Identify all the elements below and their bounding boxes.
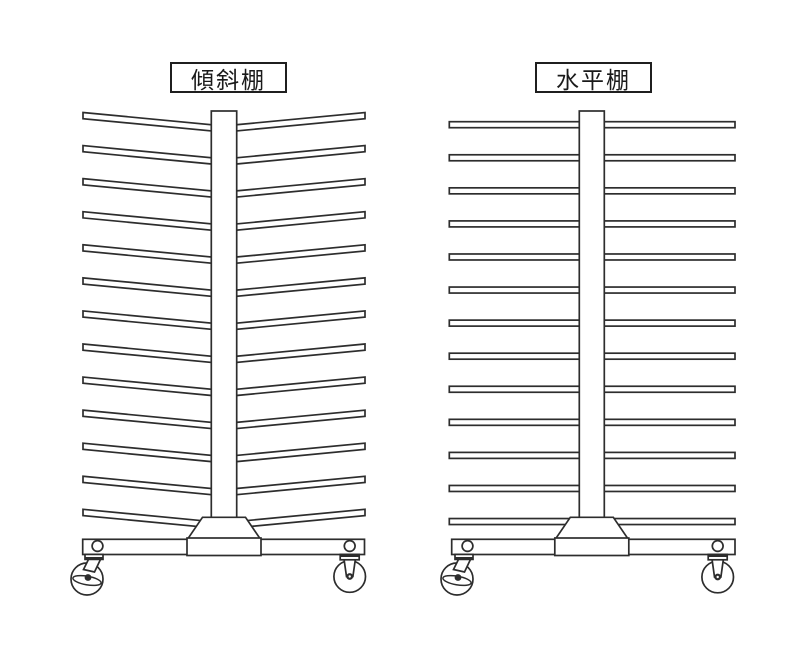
caster-hub bbox=[346, 573, 354, 580]
caster-mount-band bbox=[455, 557, 473, 560]
shelf-arm-right bbox=[232, 210, 366, 232]
shelf-arm-right bbox=[232, 276, 366, 298]
shelf-arm-right bbox=[232, 111, 366, 133]
inclined-rack-drawing bbox=[70, 110, 367, 596]
inclined-rack-label: 傾斜棚 bbox=[170, 62, 287, 93]
caster-swivel-plate bbox=[461, 539, 474, 553]
caster-swivel-plate bbox=[711, 539, 724, 553]
center-post bbox=[210, 110, 238, 519]
shelf-arm-right bbox=[232, 144, 366, 166]
shelf-arm-left bbox=[82, 508, 216, 529]
shelf-arm-right bbox=[232, 243, 366, 265]
shelf-arm-right bbox=[232, 309, 366, 331]
horizontal-rack-drawing bbox=[440, 110, 736, 596]
shelf-arm-left bbox=[82, 243, 216, 265]
caster-fork bbox=[452, 558, 472, 573]
caster-hub bbox=[84, 574, 92, 581]
shelf-arm-left bbox=[82, 343, 216, 364]
shelf-arm-left bbox=[82, 177, 216, 199]
shelf-arm-left bbox=[82, 210, 216, 232]
shelf-arm-left bbox=[82, 475, 216, 496]
pedestal-foot bbox=[553, 537, 630, 557]
caster-mount-band bbox=[85, 557, 103, 560]
caster-hub bbox=[714, 573, 722, 581]
caster-fork bbox=[82, 558, 102, 573]
center-post bbox=[578, 110, 606, 519]
shelf-arm-left bbox=[82, 111, 216, 133]
shelf-arm-right bbox=[232, 475, 366, 496]
shelf-arm-left bbox=[82, 442, 216, 463]
shelf-arm-right bbox=[232, 343, 366, 364]
horizontal-rack-label: 水平棚 bbox=[535, 62, 652, 93]
shelf-arm-left bbox=[82, 309, 216, 331]
shelf-arm-left bbox=[82, 276, 216, 298]
caster-hub bbox=[454, 574, 462, 581]
shelf-arm-right bbox=[232, 508, 366, 529]
shelf-arm-right bbox=[232, 442, 366, 463]
caster-mount-band bbox=[340, 554, 360, 557]
shelf-arm-left bbox=[82, 376, 216, 397]
shelf-arm-left bbox=[82, 409, 216, 430]
shelf-arm-right bbox=[232, 376, 366, 397]
shelf-arm-left bbox=[82, 144, 216, 166]
caster-swivel-plate bbox=[91, 539, 104, 553]
pedestal-foot bbox=[186, 537, 262, 557]
caster-swivel-plate bbox=[343, 539, 356, 553]
caster-mount-band bbox=[708, 554, 728, 557]
shelf-arm-right bbox=[232, 409, 366, 430]
shelf-arm-right bbox=[232, 177, 366, 199]
